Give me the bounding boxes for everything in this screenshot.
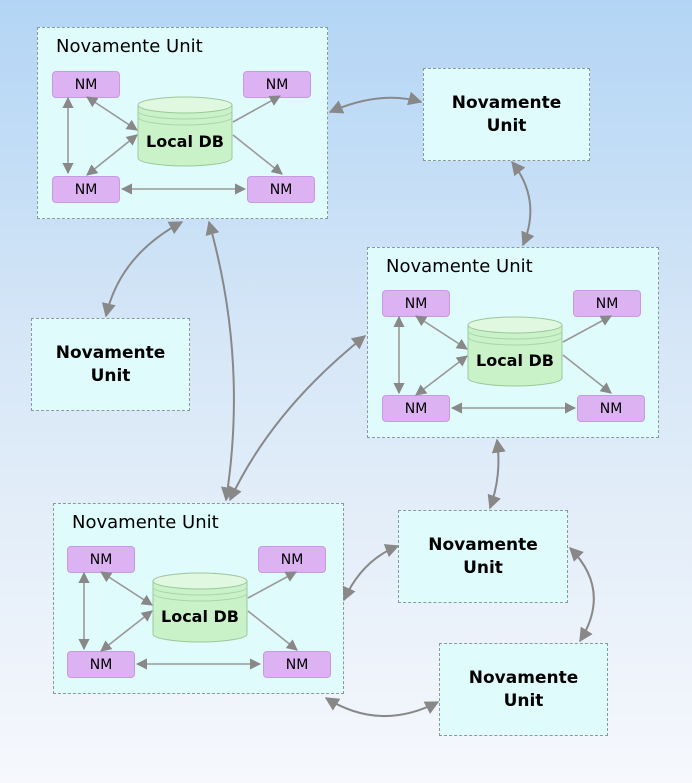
nm-node: NM [382,290,450,317]
nm-node: NM [67,546,135,573]
unit-title: Novamente Unit [428,534,538,578]
internal-links-unit-2 [393,315,612,414]
unit-title: Novamente Unit [468,667,579,711]
local-db-label: Local DB [146,132,224,151]
nm-node: NM [258,546,326,573]
internal-links-unit-3 [78,571,298,670]
local-db-cylinder-1 [137,96,233,167]
nm-node: NM [247,176,315,203]
nm-node: NM [263,651,331,678]
nm-node: NM [382,395,450,422]
unit-title: Novamente Unit [55,342,166,386]
nm-node: NM [52,71,120,98]
unit-title: Novamente Unit [56,36,203,57]
link-u1-u3 [205,220,235,502]
novamente-unit-simple-1: Novamente Unit [423,68,590,161]
local-db-cylinder-2 [467,316,563,387]
link-u2-s3 [487,438,506,510]
link-u3-s4 [324,697,440,717]
nm-node: NM [52,176,120,203]
link-u2-u3 [228,335,367,502]
link-u1-s1 [328,91,423,114]
unit-title: Novamente Unit [72,512,219,533]
novamente-unit-simple-4: Novamente Unit [439,643,608,736]
nm-node: NM [577,395,645,422]
unit-title: Novamente Unit [451,92,562,136]
local-db-cylinder-3 [152,572,248,643]
link-s3-s4 [569,547,595,643]
novamente-unit-simple-2: Novamente Unit [31,318,190,411]
local-db-label: Local DB [476,351,554,370]
unit-title: Novamente Unit [386,256,533,277]
link-u1-s2 [102,221,184,318]
link-s1-u2 [511,160,535,247]
nm-node: NM [243,71,311,98]
inter-unit-links [102,91,595,717]
nm-node: NM [67,651,135,678]
link-s3-u3 [342,544,400,602]
local-db-label: Local DB [161,607,239,626]
internal-links-unit-1 [62,95,283,195]
novamente-unit-simple-3: Novamente Unit [398,510,568,603]
